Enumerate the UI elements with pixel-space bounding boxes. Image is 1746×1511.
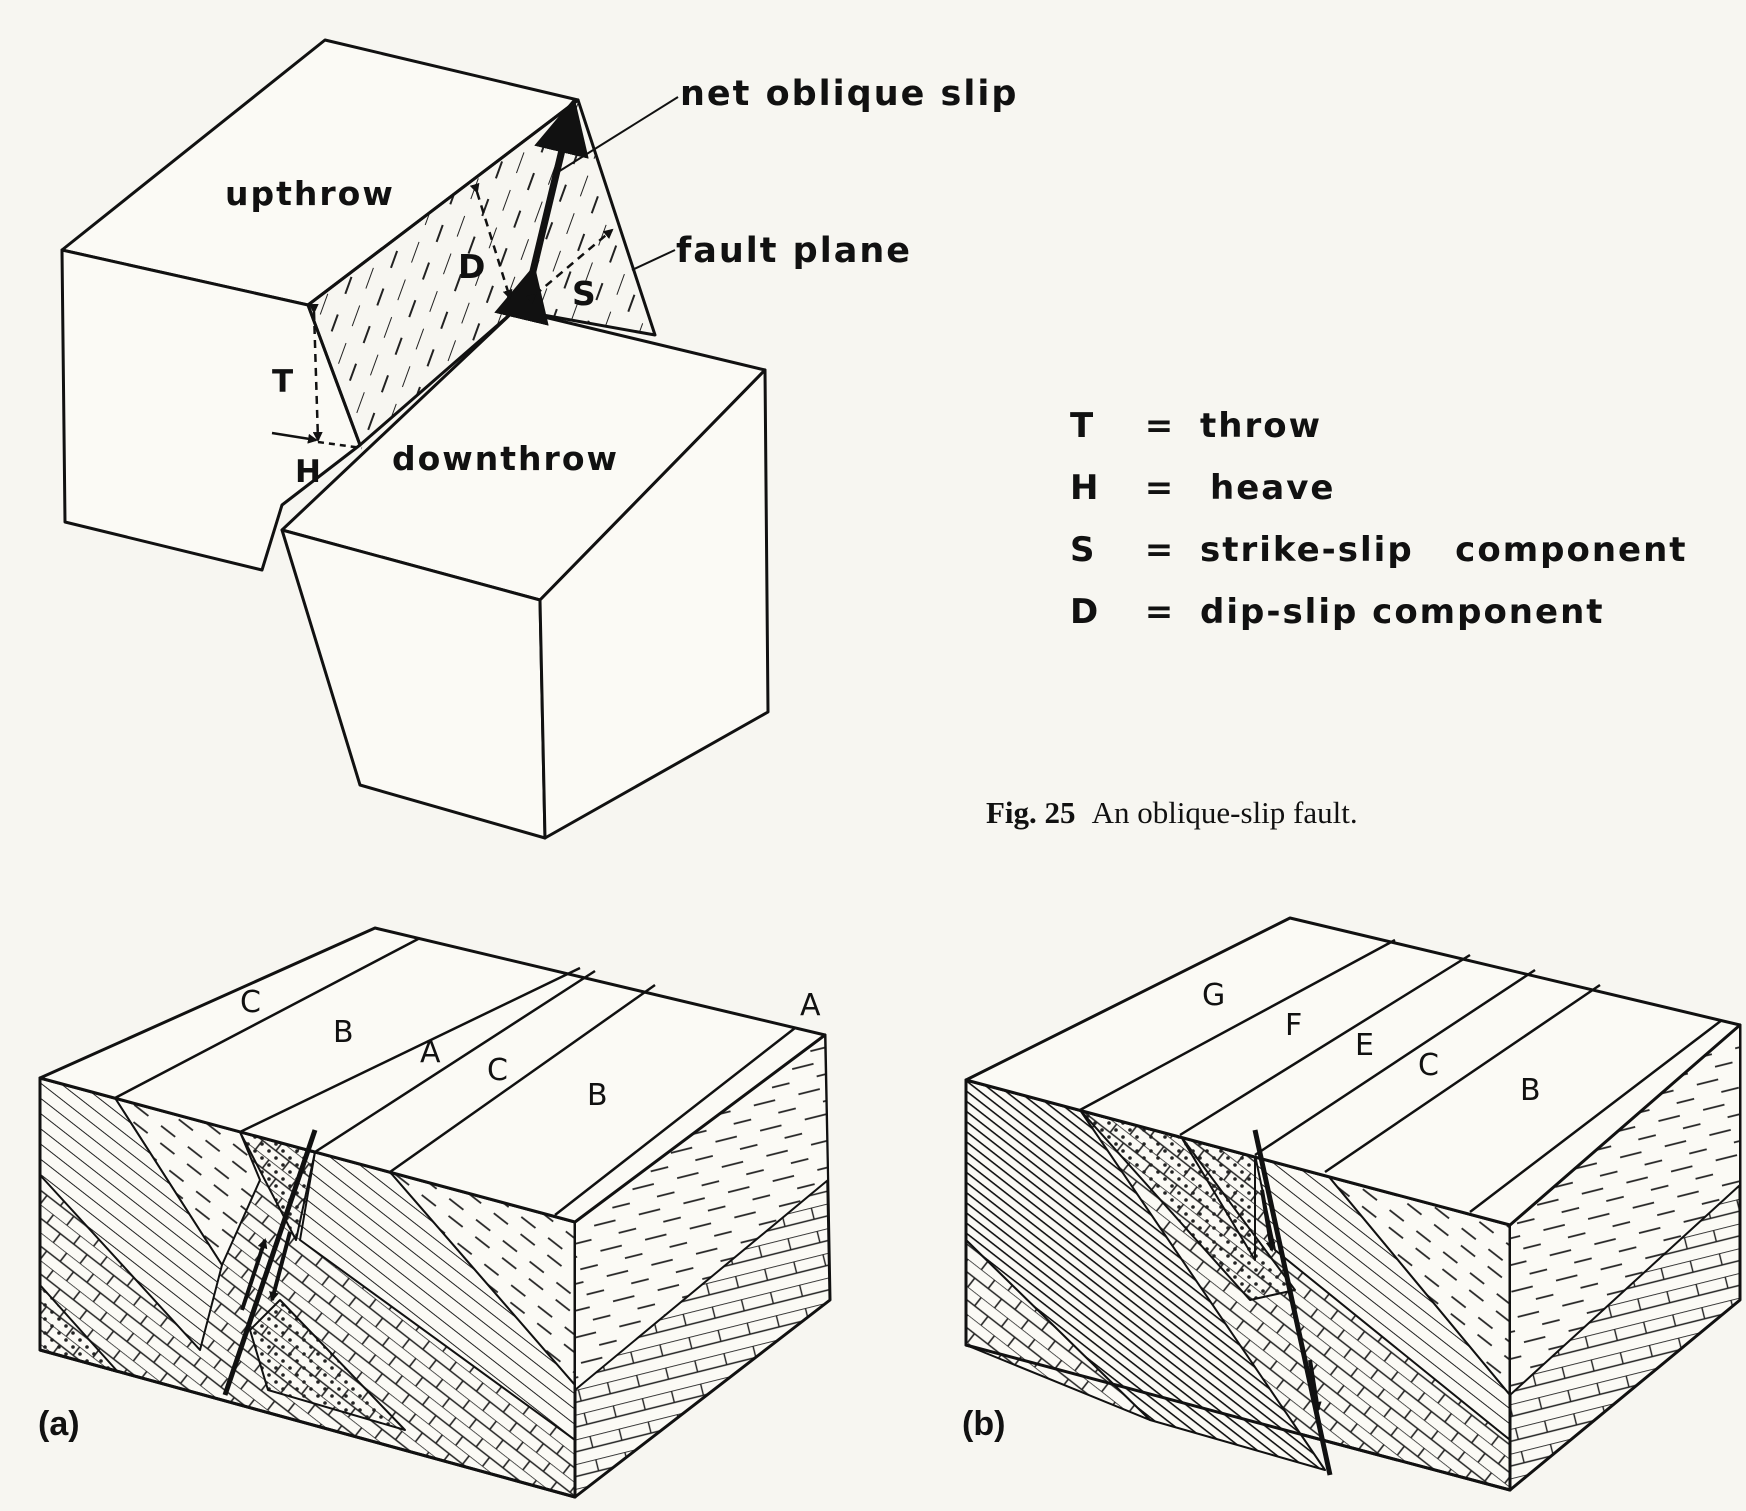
legend-equals: = [1144, 468, 1176, 508]
block-a-bed-5: A [800, 988, 823, 1023]
figure-number: Fig. 25 [986, 795, 1076, 830]
legend-row-strike-slip: S = strike-slip component [1070, 519, 1688, 581]
legend-meaning: throw [1200, 406, 1322, 446]
downthrow-label: downthrow [392, 439, 619, 478]
block-a-bed-3: C [487, 1053, 510, 1088]
legend-row-throw: T = throw [1070, 395, 1688, 457]
legend-equals: = [1144, 592, 1176, 632]
block-a [38, 926, 832, 1499]
block-a-bed-4: B [587, 1078, 610, 1113]
legend-equals: = [1144, 406, 1176, 446]
block-b-top-face [964, 916, 1742, 1227]
H-label: H [295, 454, 323, 490]
upthrow-label: upthrow [225, 174, 395, 213]
block-b-bed-2: E [1355, 1028, 1376, 1063]
block-a-fault-line [222, 1129, 318, 1396]
legend-symbol: T [1070, 406, 1096, 446]
T-label: T [272, 364, 295, 400]
fault-plane-label: fault plane [676, 231, 912, 271]
legend-symbol: D [1070, 592, 1101, 632]
net-slip-leader [557, 96, 679, 173]
legend-symbol: H [1070, 468, 1101, 508]
figure-caption: Fig. 25 An oblique-slip fault. [986, 795, 1358, 831]
block-b-bed-0: G [1202, 978, 1227, 1013]
block-b-label: (b) [962, 1405, 1006, 1443]
net-oblique-slip-label: net oblique slip [680, 74, 1018, 114]
block-a-label: (a) [38, 1405, 80, 1443]
strike-slip-arrow [525, 228, 614, 304]
downthrow-side-face [538, 368, 770, 840]
legend-meaning: strike-slip component [1200, 530, 1688, 570]
legend-symbol: S [1070, 530, 1097, 570]
figure-caption-text: An oblique-slip fault. [1091, 795, 1358, 830]
block-b-fault-line [1252, 1129, 1333, 1476]
legend-meaning: dip-slip component [1200, 592, 1605, 632]
legend-equals: = [1144, 530, 1176, 570]
heave-dash [317, 440, 363, 450]
block-b-bed-1: F [1285, 1008, 1304, 1043]
block-b-bed-4: B [1520, 1073, 1543, 1108]
legend: T = throw H = heave S = strike-slip comp… [1070, 395, 1688, 643]
S-label: S [572, 274, 598, 313]
block-a-bed-1: B [333, 1015, 356, 1050]
fault-plane-leader [631, 249, 676, 271]
block-b [964, 916, 1742, 1492]
throw-arrow [308, 303, 323, 442]
legend-meaning: heave [1210, 468, 1336, 508]
dip-slip-arrow [469, 182, 513, 300]
legend-row-dip-slip: D = dip-slip component [1070, 581, 1688, 643]
block-a-sandstone-lower [249, 1299, 406, 1431]
heave-arrow [271, 431, 318, 444]
legend-row-heave: H = heave [1070, 457, 1688, 519]
block-a-bed-0: C [240, 985, 263, 1020]
D-label: D [458, 247, 487, 286]
block-a-bed-2: A [420, 1035, 443, 1070]
block-b-bed-3: C [1418, 1048, 1441, 1083]
